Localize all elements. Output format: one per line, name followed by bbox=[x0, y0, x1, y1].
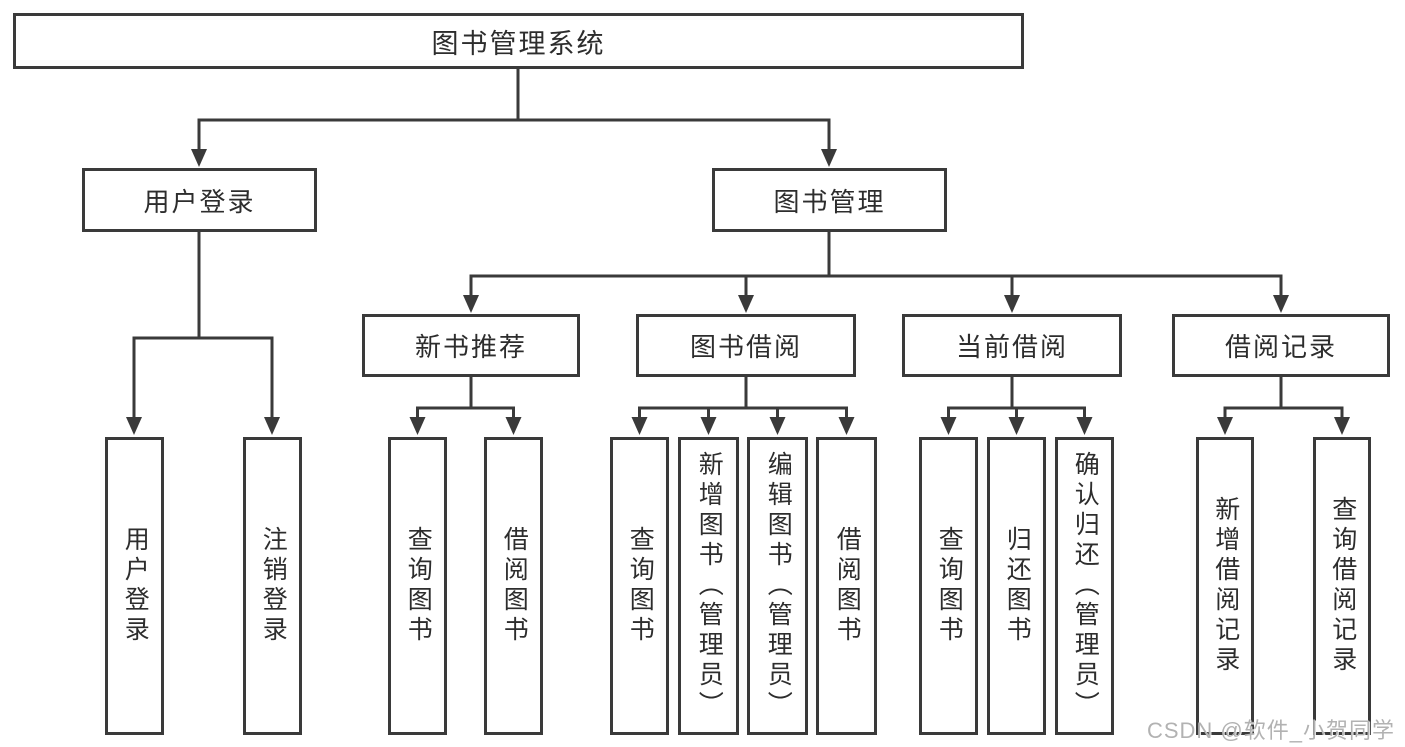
leaf-edit-books-admin: 编辑图书（管理员） bbox=[747, 437, 808, 735]
leaf-confirm-return-admin: 确认归还（管理员） bbox=[1055, 437, 1114, 735]
leaf-add-borrow-record: 新增借阅记录 bbox=[1196, 437, 1254, 735]
leaf-query-books-current: 查询图书 bbox=[919, 437, 978, 735]
node-label: 新增图书（管理员） bbox=[695, 451, 724, 721]
leaf-return-books: 归还图书 bbox=[987, 437, 1046, 735]
node-label: 新增借阅记录 bbox=[1211, 496, 1240, 676]
node-label: 确认归还（管理员） bbox=[1071, 451, 1100, 721]
node-module-book-borrowing: 图书借阅 bbox=[636, 314, 856, 377]
node-label: 查询图书 bbox=[404, 526, 433, 646]
node-label: 图书管理系统 bbox=[431, 28, 606, 59]
node-label: 借阅图书 bbox=[500, 526, 529, 646]
leaf-user-login: 用户登录 bbox=[105, 437, 164, 735]
node-label: 归还图书 bbox=[1003, 526, 1032, 646]
leaf-query-borrow-record: 查询借阅记录 bbox=[1313, 437, 1371, 735]
leaf-query-books-borrowing: 查询图书 bbox=[610, 437, 669, 735]
node-label: 当前借阅 bbox=[955, 332, 1068, 362]
node-label: 查询借阅记录 bbox=[1328, 496, 1357, 676]
node-label: 借阅记录 bbox=[1224, 332, 1337, 362]
node-label: 查询图书 bbox=[935, 526, 964, 646]
node-label: 用户登录 bbox=[121, 526, 150, 646]
node-label: 查询图书 bbox=[626, 526, 655, 646]
node-label: 借阅图书 bbox=[833, 526, 862, 646]
node-label: 图书管理 bbox=[773, 186, 886, 217]
node-label: 新书推荐 bbox=[414, 332, 527, 362]
node-module-borrowing-records: 借阅记录 bbox=[1172, 314, 1390, 377]
node-library-management-system: 图书管理系统 bbox=[13, 13, 1024, 69]
node-branch-book-management: 图书管理 bbox=[712, 168, 947, 232]
node-label: 图书借阅 bbox=[689, 332, 802, 362]
leaf-logout: 注销登录 bbox=[243, 437, 302, 735]
node-module-current-borrowing: 当前借阅 bbox=[902, 314, 1122, 377]
leaf-query-books-recommend: 查询图书 bbox=[388, 437, 447, 735]
node-label: 注销登录 bbox=[259, 526, 288, 646]
node-label: 编辑图书（管理员） bbox=[764, 451, 793, 721]
leaf-add-books-admin: 新增图书（管理员） bbox=[678, 437, 739, 735]
leaf-borrow-books-borrowing: 借阅图书 bbox=[816, 437, 877, 735]
node-module-new-book-recommend: 新书推荐 bbox=[362, 314, 580, 377]
leaf-borrow-books-recommend: 借阅图书 bbox=[484, 437, 543, 735]
node-label: 用户登录 bbox=[143, 186, 256, 217]
watermark: CSDN @软件_小贺同学 bbox=[1146, 718, 1395, 743]
node-branch-user-login: 用户登录 bbox=[82, 168, 317, 232]
